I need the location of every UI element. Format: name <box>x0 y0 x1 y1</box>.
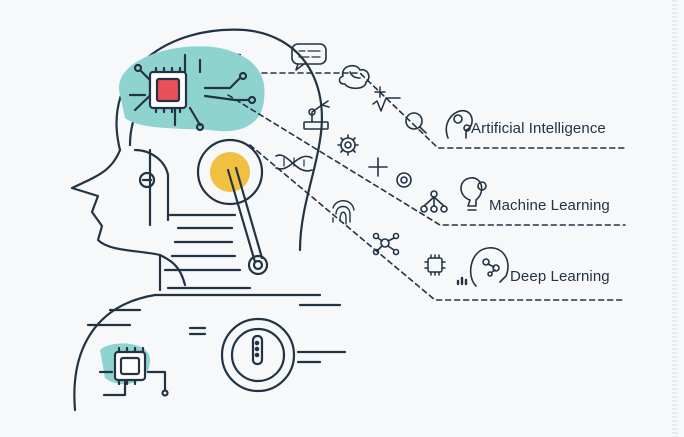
brain-network-head-icon <box>469 247 509 287</box>
dna-icon <box>275 154 313 172</box>
brain-area <box>118 46 265 132</box>
gear-icon <box>337 134 359 156</box>
robot-joint <box>196 138 269 276</box>
target-icon <box>396 172 412 188</box>
fingerprint-icon <box>332 200 355 225</box>
plus-icon <box>374 86 386 98</box>
plus-large-icon <box>368 157 388 177</box>
robot-body <box>73 293 347 412</box>
magnifier-icon <box>405 112 427 134</box>
bar-chart-icon <box>456 276 468 286</box>
hub-network-icon <box>372 232 400 256</box>
robot-arm-icon <box>303 100 330 130</box>
right-border <box>672 0 678 437</box>
chat-bubble-icon <box>291 43 327 71</box>
brain-icon <box>338 64 370 90</box>
connector-lines <box>227 72 626 301</box>
sqrt-icon <box>372 97 401 112</box>
network-tree-icon <box>420 190 448 213</box>
ai-head-gear-icon <box>445 109 473 139</box>
machine-learning-label: Machine Learning <box>489 197 610 214</box>
processor-icon <box>424 254 446 276</box>
deep-learning-label: Deep Learning <box>510 268 610 285</box>
lightbulb-gear-icon <box>460 177 487 211</box>
robot-neck <box>163 213 252 290</box>
artificial-intelligence-label: Artificial Intelligence <box>471 120 606 137</box>
